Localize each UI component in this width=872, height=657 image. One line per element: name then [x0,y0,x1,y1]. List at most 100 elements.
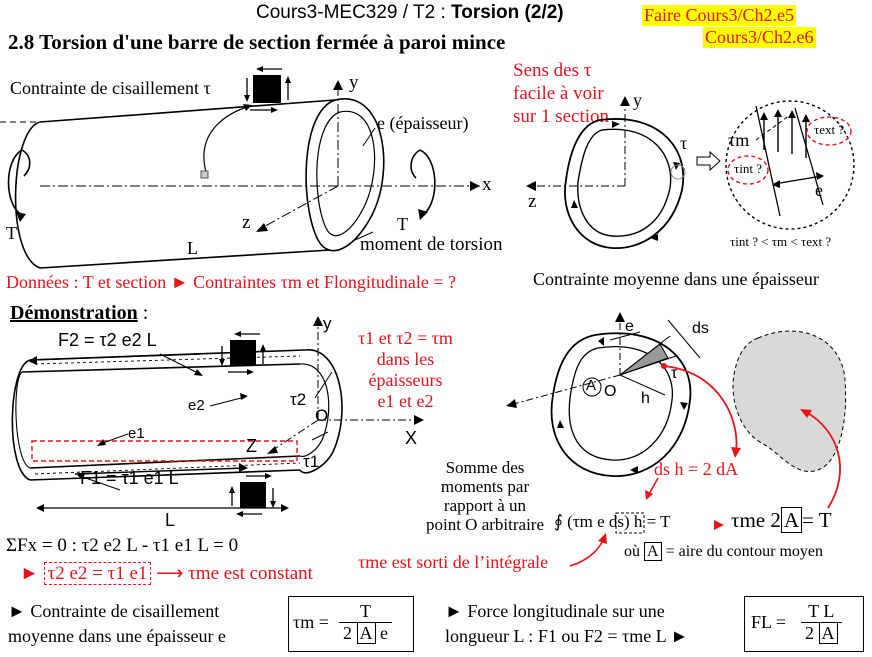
tau-mean-label: τm [728,130,750,150]
e1-label: e1 [128,425,145,442]
tau-ext-label: τext ? [814,122,845,137]
constant-shear-flow: ► τ2 e2 = τ1 e1 ⟶ τme est constant [20,562,313,585]
tau1-label: τ1 [303,452,320,471]
result-area-A: A [780,507,803,533]
area-definition: où A = aire du contour moyen [624,542,823,561]
course-topic: Torsion (2/2) [451,2,564,23]
force-F2-label: F2 = τ2 e2 L [58,330,157,350]
e2-label: e2 [188,397,205,414]
mean-stress-caption: Contrainte moyenne dans une épaisseur [533,269,819,289]
length-label: L [187,238,198,258]
section-z-label: z [528,191,537,212]
equal-stress-note: τ1 et τ2 = τm dans les épaisseurs e1 et … [348,328,463,412]
mean-shear-line-1: ► Contrainte de cisaillement [8,601,220,621]
demo-heading-text: Démonstration [10,302,138,324]
moment-line-2: moments par [440,477,530,496]
given-data-line: Données : T et section ► Contraintes τm … [6,272,456,292]
shear-flow-constant: τme est constant [188,563,313,584]
tm-numerator: T [339,601,392,623]
force-balance-equation: ΣFx = 0 : τ2 e2 L - τ1 e1 L = 0 [6,535,239,556]
shear-flow-equality: τ2 e2 = τ1 e1 [43,562,152,585]
tm-den-A: A [356,622,376,644]
section-title: 2.8 Torsion d'une barre de section fermé… [8,30,506,54]
equal-line-3: épaisseurs [368,370,443,390]
fl-fraction: T L 2 A [801,601,842,644]
fig4-ds-label: ds [692,320,709,337]
note-line-1: Sens des τ [513,60,592,81]
mean-shear-formula: τm = T 2 A e [288,596,414,652]
force-line-1: ► Force longitudinale sur une [445,601,665,621]
result-rhs: = T [802,508,832,532]
fl-den-pre: 2 [805,623,814,643]
todo-exercise-1: Faire Cours3/Ch2.e5 [642,5,796,26]
area-def-post: = aire du contour moyen [661,543,823,560]
constant-out-note: τme est sorti de l’intégrale [358,552,549,572]
thickness-e-label: e [815,180,823,200]
thickness-label: e (épaisseur) [377,113,469,133]
equal-line-2: dans les [376,349,435,369]
fl-denominator: 2 A [801,622,842,644]
demo-colon: : [137,302,149,324]
fl-numerator: T L [801,601,842,623]
todo-exercise-2: Cours3/Ch2.e6 [703,27,816,48]
force-line-2: longueur L : F1 ou F2 = τme L ► [445,626,689,646]
longitudinal-force-formula: FL = T L 2 A [744,596,864,652]
mean-shear-line-2: moyenne dans une épaisseur e [8,626,226,646]
stress-inequality: τint ? < τm < τext ? [730,234,832,249]
axis-z-label: z [242,212,251,233]
course-code: Cours3-MEC329 / T2 : [256,2,452,23]
tau-label: τ [680,133,688,153]
length-L-label: L [165,510,176,530]
tm-fraction: T 2 A e [339,601,392,644]
section-y-label: y [633,90,642,110]
note-line-3: sur 1 section [513,106,610,127]
torque-left-label: T [6,223,17,243]
result-lhs: τme 2 [731,508,781,532]
mean-shear-text: ► Contrainte de cisaillement moyenne dan… [8,599,226,649]
origin-O-label: O [315,406,329,425]
fig4-h-label: h [641,390,650,407]
axis-X-label: X [405,428,418,448]
tau2-label: τ2 [290,390,307,409]
equal-line-1: τ1 et τ2 = τm [358,328,453,348]
fig4-A-label: A [586,377,597,394]
axis-y-label-demo: y [323,314,332,333]
fig4-e-label: e [625,318,634,335]
demonstration-heading: Démonstration : [10,302,148,325]
shear-stress-label: Contrainte de cisaillement τ [10,78,211,98]
tm-den-e: e [380,623,388,643]
moment-line-4: point O arbitraire [425,515,544,534]
fl-den-A: A [818,622,838,644]
torque-right-label: T [397,214,408,234]
moment-integral: ∮ (τm e ds) h = T [554,512,671,531]
tm-lhs: τm = [293,612,329,632]
moment-sum-note: Somme des moments par rapport à un point… [410,458,560,534]
note-line-2: facile à voir [513,83,604,104]
fig4-O-label: O [604,383,617,400]
stress-direction-note: Sens des τ facile à voir sur 1 section [513,59,609,128]
tau-int-label: τint ? [734,161,762,176]
axis-y-label: y [349,72,359,93]
ds-h-equals-2dA: ds h = 2 dA [654,459,739,479]
course-header: Cours3-MEC329 / T2 : Torsion (2/2) [256,2,564,24]
area-def-pre: où [624,543,640,560]
longitudinal-force-text: ► Force longitudinale sur une longueur L… [445,599,688,649]
force-F1-label: F1 = τ1 e1 L [80,468,179,488]
torque-moment-label: moment de torsion [360,234,503,255]
fig4-tau-label: τ [671,365,678,382]
axis-x-label: x [482,174,492,195]
area-def-A: A [644,542,662,561]
moment-line-1: Somme des [445,458,525,477]
moment-line-3: rapport à un [443,496,527,515]
fl-lhs: FL = [751,612,786,632]
axis-Z-label: Z [246,436,257,456]
tm-denominator: 2 A e [339,622,392,644]
equal-line-4: e1 et e2 [377,391,434,411]
tm-den-pre: 2 [343,623,352,643]
